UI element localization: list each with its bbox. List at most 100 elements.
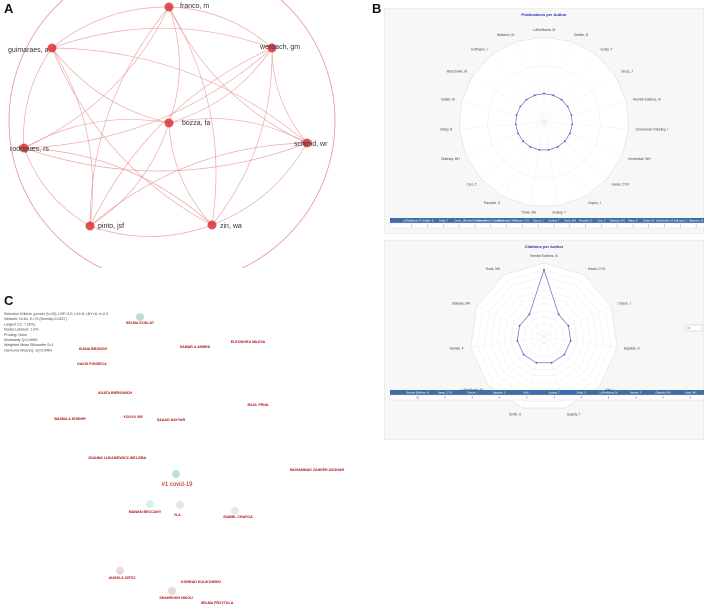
radar-spoke [503, 121, 545, 197]
radar-point [529, 146, 532, 148]
selection-info-line: Network: N=84, E=79 (Density=0.0227) [4, 317, 67, 321]
table-cell: 4 [553, 396, 555, 400]
radar-point [522, 353, 525, 356]
table-header-cell: Baptiste, S [493, 391, 506, 395]
selection-info-line: Pruning: None [4, 333, 27, 337]
radar-point [563, 140, 566, 143]
radar-point [569, 132, 571, 135]
radar-spoke [543, 306, 612, 338]
radar-point [569, 339, 572, 342]
table-header-cell: Yhale, MH [684, 391, 696, 395]
cluster-glyph [176, 501, 184, 509]
radar-spoke [543, 121, 559, 206]
table-cell: 1 [537, 224, 539, 228]
radar-axis-label: Harari, CYN [612, 182, 630, 186]
radar-axis-label: Limonmeier Oshelley, I [636, 128, 668, 132]
radar-point [567, 324, 570, 327]
radar-axis-label: Scalety, T [552, 211, 566, 215]
selection-info-line: Weighted Mean Silhouette S=1 [4, 343, 54, 347]
table-header-cell: Dialesky, MH [610, 219, 625, 223]
table-cell: 4 [662, 396, 664, 400]
radar-series-line [515, 93, 573, 151]
network-edge [211, 47, 273, 226]
radar-point [519, 105, 522, 108]
cluster-label: KONRAD KULIKOWSKI [181, 580, 221, 584]
cluster-label: ISABEL CHAYOA [223, 515, 253, 519]
radar-grid-ring [497, 289, 591, 383]
radar-spoke [470, 336, 545, 348]
table-cell: 1 [427, 224, 429, 228]
table-header-cell: Harari, CYN [515, 219, 529, 223]
network-edge [168, 122, 213, 226]
network-node [47, 43, 57, 53]
table-cell: 1 [601, 224, 603, 228]
radar-spoke [459, 121, 545, 130]
radar-grid-ring [537, 330, 551, 344]
selection-info: Selection Criteria: g-index (k=25), LRF=… [4, 312, 108, 352]
radar-axis-label: Yhale, MH [521, 211, 537, 215]
radar-spoke [543, 121, 607, 180]
cluster-label: MAWAN BECCANY [129, 510, 162, 514]
radar-spoke [543, 41, 572, 123]
selection-info-line: Largest CC: 7 (8%) [4, 322, 35, 326]
cluster-map: Selection Criteria: g-index (k=25), LRF=… [4, 312, 344, 605]
legend-box [685, 324, 703, 332]
table-header-cell: Limonmeier Oshelley, I [478, 219, 505, 223]
radar-axis-label: Marschville, M [447, 70, 468, 74]
radar-point [517, 132, 519, 135]
radar-axis-label: Harari, CYN [588, 267, 606, 271]
radar-axis-label: Dialesky, MH [452, 301, 471, 305]
radar-spoke [472, 75, 545, 123]
network-edge [51, 47, 93, 227]
network-node-label: pinto, jsf [98, 223, 124, 230]
publications-radar-chart: Publications per Author LuRexBanta, MSch… [384, 8, 704, 234]
radar-axis-label: Scalety, T [567, 413, 581, 417]
radar-grid-ring [510, 303, 578, 370]
table-cell: 1 [474, 224, 476, 228]
network-node-label: franco, m [180, 3, 209, 10]
network-edge [89, 6, 170, 227]
table-header-cell: Harrain, F [630, 391, 642, 395]
network-node-label: bozza, fa [182, 120, 211, 127]
table-cell: 1 [459, 224, 461, 228]
radar-point [535, 361, 538, 364]
table-header-cell: Scalety, T [548, 219, 560, 223]
radar-grid-ring [459, 36, 629, 207]
selection-info-line: Nodes Labeled: 1.0% [4, 328, 39, 332]
table-header-cell: Remkel Edelhes, M [406, 391, 429, 395]
cluster-glyph [172, 470, 180, 478]
table-cell: 1 [443, 224, 445, 228]
radar-point [518, 324, 521, 327]
table-cell: 1 [569, 224, 571, 228]
radar-grid-ring [503, 296, 585, 376]
table-header-cell: Orosz, J [454, 219, 464, 223]
network-node [302, 138, 312, 148]
radar-axis-label: Harrain, F [450, 347, 464, 351]
cluster-label: SAMAR A AHMED [180, 345, 211, 349]
table-cell: 4 [499, 396, 501, 400]
radar-spoke [543, 336, 618, 348]
table-header-cell: Goldy, T [439, 219, 449, 223]
radar-axis-label: Goldy, T [601, 47, 613, 51]
table-cell: 1 [411, 224, 413, 228]
radar-point [556, 146, 559, 148]
radar-point [538, 149, 541, 151]
table-row [389, 394, 704, 401]
radar-spoke [476, 306, 545, 338]
table-header-cell: LuRexBanta, M [600, 391, 618, 395]
table-header-cell: Baltorino, M [689, 219, 703, 223]
network-edge [23, 47, 273, 149]
network-edge [23, 47, 53, 149]
radar-point [543, 92, 545, 95]
network-ring [8, 0, 336, 268]
radar-point [543, 268, 545, 271]
radar-spoke [543, 274, 585, 338]
radar-spoke [543, 121, 629, 130]
radar-axis-label: Schiller, B [574, 33, 588, 37]
table-cell: 1 [680, 224, 682, 228]
network-edge [51, 6, 170, 49]
network-edge [168, 118, 308, 144]
cluster-label: SELMA KOKLAT [126, 321, 155, 325]
panel-a-label: A [4, 1, 14, 16]
